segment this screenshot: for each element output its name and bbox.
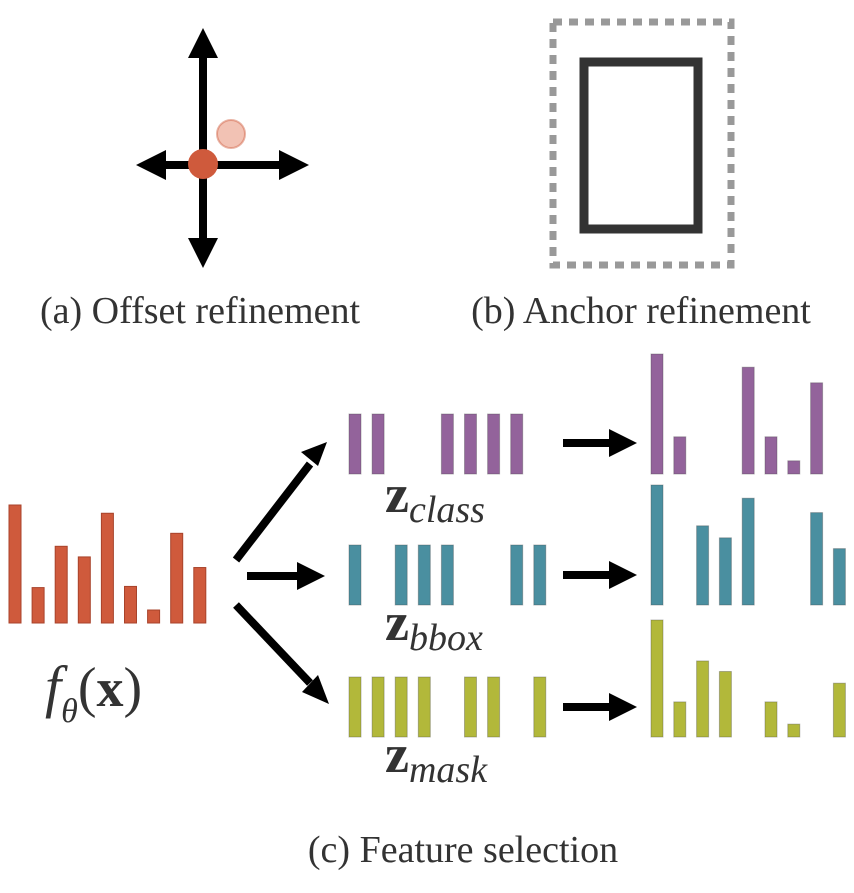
feature-bar <box>8 504 22 624</box>
selection-bar-bbox <box>417 544 431 606</box>
offset-arrowhead-right-icon <box>279 150 309 180</box>
feature-theta: θ <box>61 693 78 730</box>
output-bar-bbox <box>741 497 755 606</box>
branch-arrow-class <box>232 461 314 563</box>
output-bar-mask <box>650 619 664 738</box>
z-subscript-mask: mask <box>409 749 488 791</box>
shifted-point-icon <box>216 119 246 149</box>
output-bar-mask <box>764 701 778 738</box>
output-arrowhead-mask-icon <box>609 693 637 721</box>
feature-bar <box>77 556 91 624</box>
selection-bar-bbox <box>348 544 362 606</box>
feature-close-paren: ) <box>123 657 142 719</box>
output-bar-bbox <box>650 484 664 606</box>
z-label-mask: zmask <box>385 724 488 791</box>
output-bar-mask <box>787 723 801 738</box>
selection-bar-class <box>487 413 501 475</box>
selection-bar-mask <box>464 676 477 738</box>
reference-point-icon <box>188 149 218 179</box>
z-subscript-bbox: bbox <box>409 617 483 659</box>
branch-arrow-mask <box>233 602 313 686</box>
output-arrowhead-class-icon <box>609 429 637 457</box>
offset-arrowhead-up-icon <box>188 28 218 58</box>
head-bbox: zbbox <box>348 484 846 659</box>
selection-bar-class <box>464 413 477 475</box>
z-label-bbox: zbbox <box>385 592 483 659</box>
selection-bar-class <box>348 413 362 475</box>
output-bar-bbox <box>810 512 824 606</box>
feature-bar <box>100 512 114 624</box>
selection-bar-class <box>371 413 385 475</box>
anchor-box <box>579 57 703 234</box>
selection-bar-class <box>440 413 454 475</box>
offset-arrowhead-left-icon <box>136 150 166 180</box>
output-bar-mask <box>696 660 710 738</box>
output-bar-bbox <box>696 525 710 606</box>
selection-bar-class <box>510 413 524 475</box>
feature-bar <box>54 545 68 624</box>
output-bar-class <box>741 366 755 475</box>
feature-x: x <box>96 658 123 718</box>
output-bar-mask <box>718 670 732 738</box>
selection-bar-bbox <box>440 544 454 606</box>
selection-bar-mask <box>487 676 501 738</box>
z-symbol-class: z <box>385 464 409 524</box>
feature-bars <box>8 504 207 624</box>
selection-bar-mask <box>348 676 362 738</box>
branch-arrowhead-mask-icon <box>302 675 329 704</box>
output-bar-class <box>650 353 664 475</box>
feature-bar <box>124 585 137 624</box>
output-bar-bbox <box>832 548 846 606</box>
feature-bar <box>147 609 161 624</box>
output-bar-mask <box>673 701 687 738</box>
anchor-refinement-panel: (b) Anchor refinement <box>471 18 811 332</box>
z-label-class: zclass <box>385 464 485 531</box>
output-bar-mask <box>832 682 846 738</box>
feature-bar <box>31 587 45 624</box>
selection-bar-mask <box>371 676 385 738</box>
output-bar-bbox <box>718 537 732 606</box>
feature-bar <box>193 567 207 624</box>
output-bar-class <box>810 382 824 475</box>
head-class: zclass <box>348 353 824 531</box>
selection-bar-bbox <box>394 544 408 606</box>
selection-bar-bbox <box>533 544 547 606</box>
selection-bar-mask <box>394 676 408 738</box>
head-mask: zmask <box>348 619 846 791</box>
selection-bar-bbox <box>510 544 524 606</box>
output-bar-class <box>787 460 801 475</box>
branch-arrowhead-bbox-icon <box>297 562 325 590</box>
z-symbol-bbox: z <box>385 592 409 652</box>
output-bar-class <box>673 436 687 475</box>
z-symbol-mask: z <box>385 724 409 784</box>
feature-open-paren: ( <box>78 657 97 719</box>
output-arrowhead-bbox-icon <box>609 561 637 589</box>
z-subscript-class: class <box>409 489 485 531</box>
caption-feature-selection: (c) Feature selection <box>308 829 618 871</box>
offset-refinement-panel: (a) Offset refinement <box>40 28 360 332</box>
caption-offset-refinement: (a) Offset refinement <box>40 290 360 332</box>
feature-label: fθ(x) <box>45 654 142 730</box>
refined-anchor-dotted-box <box>549 18 735 269</box>
caption-anchor-refinement: (b) Anchor refinement <box>471 290 811 332</box>
offset-arrowhead-down-icon <box>188 238 218 268</box>
output-bar-class <box>764 436 778 475</box>
feature-bar <box>170 532 184 624</box>
selection-bar-mask <box>533 676 547 738</box>
branch-arrowhead-class-icon <box>301 442 327 466</box>
selection-bar-mask <box>417 676 431 738</box>
